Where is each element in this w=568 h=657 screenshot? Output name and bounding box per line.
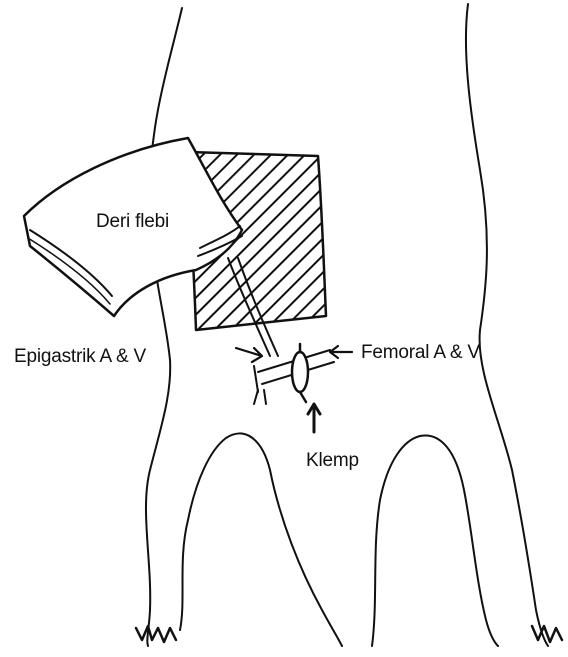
left-paw-tuft	[136, 626, 176, 642]
body-outline-right	[466, 4, 548, 646]
right-leg-inner-outline	[372, 435, 498, 646]
label-femoral-vessels: Femoral A & V	[361, 343, 480, 362]
arrow-clamp	[308, 404, 320, 432]
femoral-vessel-end-left	[254, 366, 258, 392]
label-skin-flap: Deri flebi	[96, 212, 169, 231]
vessel-tail-left	[254, 390, 266, 404]
arrow-femoral	[330, 346, 352, 358]
label-epigastric-vessels: Epigastrik A & V	[14, 347, 146, 366]
label-clamp: Klemp	[306, 451, 359, 470]
right-paw-tuft	[532, 626, 562, 642]
vessel-clamp	[292, 352, 308, 392]
body-outline-left	[146, 8, 182, 646]
arrow-epigastric	[236, 348, 262, 362]
